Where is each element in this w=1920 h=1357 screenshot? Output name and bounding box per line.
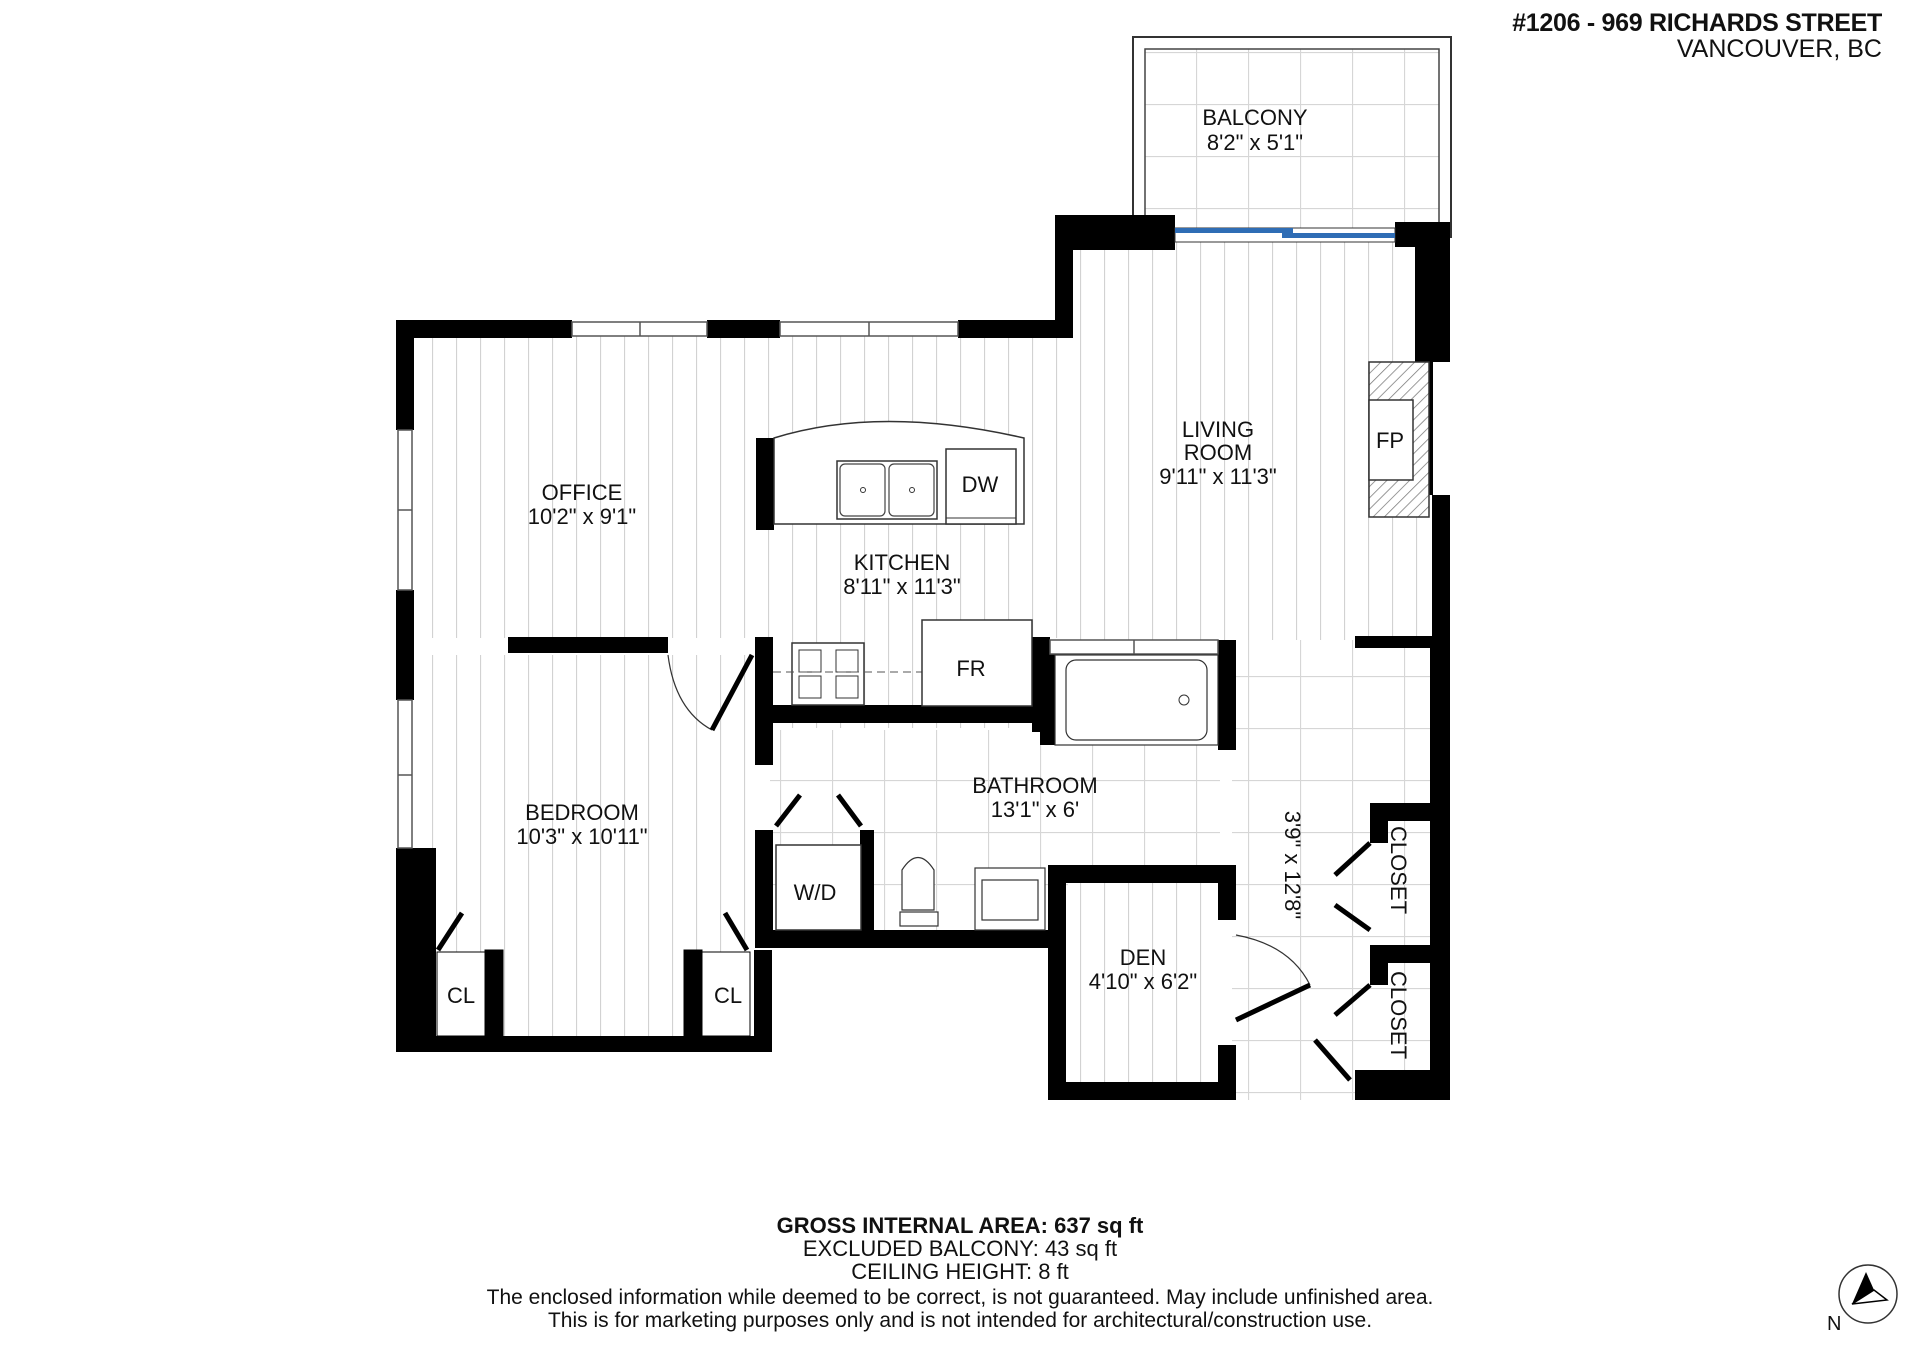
windows bbox=[397, 321, 1219, 849]
bedroom-dims: 10'3" x 10'11" bbox=[516, 824, 647, 849]
compass-north-label: N bbox=[1827, 1313, 1842, 1335]
office-dims: 10'2" x 9'1" bbox=[528, 504, 636, 529]
balcony bbox=[1132, 36, 1452, 238]
closet-lower-label: CLOSET bbox=[1386, 971, 1411, 1059]
bedroom-name: BEDROOM bbox=[525, 800, 639, 825]
hall-dims: 3'9" x 12'8" bbox=[1280, 811, 1305, 919]
balcony-dims: 8'2" x 5'1" bbox=[1207, 130, 1303, 155]
area-summary: GROSS INTERNAL AREA: 637 sq ft EXCLUDED … bbox=[0, 1214, 1920, 1332]
balcony-sliding-door bbox=[1174, 227, 1396, 243]
property-header: #1206 - 969 RICHARDS STREET VANCOUVER, B… bbox=[1512, 10, 1882, 63]
balcony-name: BALCONY bbox=[1202, 105, 1307, 130]
kitchen-dims: 8'11" x 11'3" bbox=[843, 574, 960, 599]
washer-dryer bbox=[774, 793, 864, 931]
disclaimer-line-2: This is for marketing purposes only and … bbox=[547, 1309, 1373, 1332]
property-address: #1206 - 969 RICHARDS STREET bbox=[1512, 9, 1882, 37]
washer-dryer-label: W/D bbox=[794, 880, 837, 905]
excluded-balcony: EXCLUDED BALCONY: 43 sq ft bbox=[802, 1236, 1118, 1261]
floors bbox=[412, 232, 1432, 1100]
living-name-1: LIVING bbox=[1182, 417, 1254, 442]
fireplace-label: FP bbox=[1376, 428, 1404, 453]
door-leaves bbox=[709, 653, 1372, 1082]
living-dims: 9'11" x 11'3" bbox=[1159, 464, 1276, 489]
stove bbox=[773, 642, 922, 706]
door-swings bbox=[667, 654, 1311, 986]
kitchen-island bbox=[756, 420, 1025, 530]
fridge bbox=[921, 619, 1033, 707]
closet-right-label: CL bbox=[714, 983, 742, 1008]
bathroom-dims: 13'1" x 6' bbox=[991, 797, 1079, 822]
den-dims: 4'10" x 6'2" bbox=[1089, 969, 1197, 994]
closet-left-label: CL bbox=[447, 983, 475, 1008]
gross-area: GROSS INTERNAL AREA: 637 sq ft bbox=[776, 1213, 1144, 1238]
toilet bbox=[899, 856, 939, 927]
living-name-2: ROOM bbox=[1184, 440, 1252, 465]
fridge-label: FR bbox=[956, 656, 985, 681]
closet-upper-label: CLOSET bbox=[1386, 826, 1411, 914]
compass-icon bbox=[1838, 1264, 1898, 1324]
office-name: OFFICE bbox=[542, 480, 623, 505]
ceiling-height: CEILING HEIGHT: 8 ft bbox=[851, 1259, 1069, 1284]
bathroom-name: BATHROOM bbox=[972, 773, 1097, 798]
property-city: VANCOUVER, BC bbox=[1676, 35, 1882, 64]
bedroom-closets bbox=[435, 911, 751, 1037]
dishwasher-label: DW bbox=[962, 472, 999, 497]
den-name: DEN bbox=[1120, 945, 1166, 970]
fireplace bbox=[1368, 361, 1430, 518]
disclaimer-line-1: The enclosed information while deemed to… bbox=[486, 1286, 1434, 1309]
kitchen-name: KITCHEN bbox=[854, 550, 951, 575]
bathroom-sink bbox=[974, 867, 1046, 931]
bathtub bbox=[1054, 654, 1219, 746]
